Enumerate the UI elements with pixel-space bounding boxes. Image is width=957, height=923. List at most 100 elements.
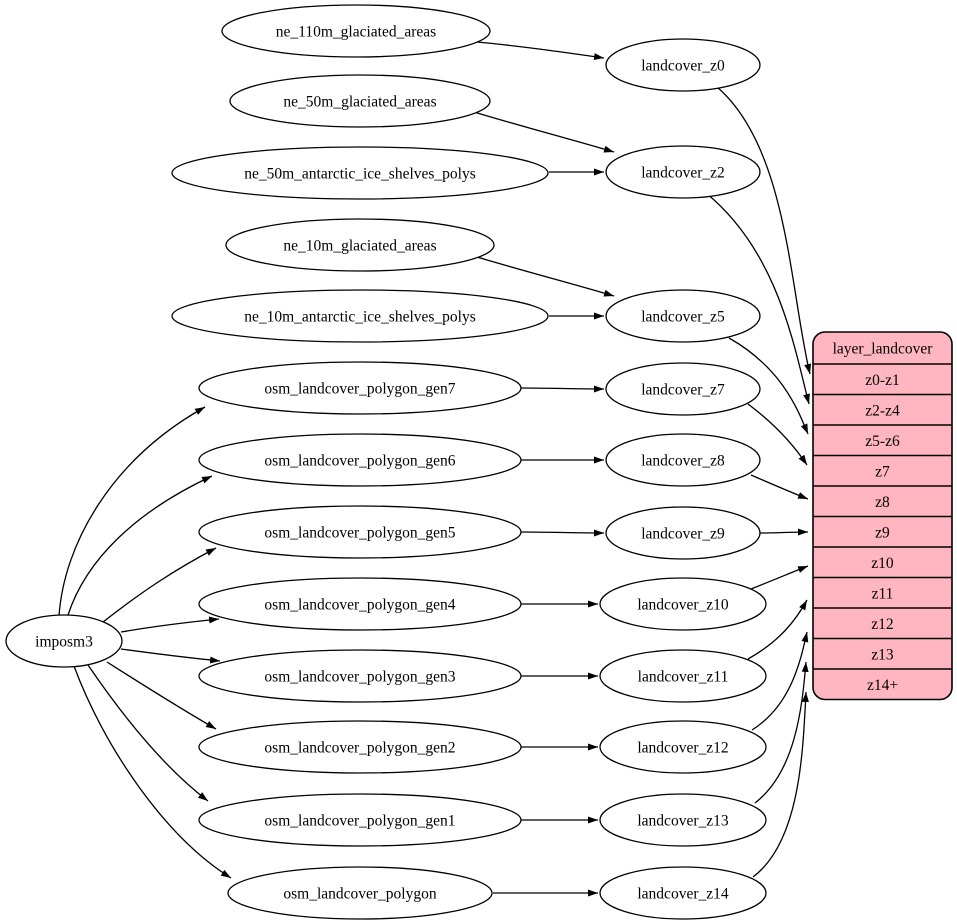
node-landcover_z10-shape	[599, 577, 767, 631]
node-osm_landcover_polygon_gen7-label: osm_landcover_polygon_gen7	[264, 381, 455, 398]
node-landcover_z9-shape	[605, 506, 761, 560]
edge-landcover_z14-to-layer_landcover:z14+	[752, 691, 809, 878]
node-ne_10m_antarctic_ice_shelves_polys: ne_10m_antarctic_ice_shelves_polys	[171, 289, 549, 343]
node-landcover_z13-label: landcover_z13	[637, 813, 728, 830]
node-osm_landcover_polygon_gen7: osm_landcover_polygon_gen7	[198, 361, 522, 415]
table-title: layer_landcover	[833, 341, 934, 358]
edge-landcover_z10-to-layer_landcover:z10	[750, 565, 809, 590]
node-osm_landcover_polygon_gen4-shape	[198, 577, 522, 631]
node-landcover_z11-label: landcover_z11	[638, 669, 729, 686]
node-ne_50m_antarctic_ice_shelves_polys-label: ne_50m_antarctic_ice_shelves_polys	[244, 166, 476, 183]
edge-landcover_z7-to-layer_landcover:z7	[747, 403, 808, 466]
edge-imposm3-to-osm_landcover_polygon_gen4	[120, 616, 220, 633]
node-landcover_z10: landcover_z10	[599, 577, 767, 631]
node-osm_landcover_polygon: osm_landcover_polygon	[227, 866, 493, 920]
node-osm_landcover_polygon-shape	[227, 866, 493, 920]
node-ne_50m_glaciated_areas-shape	[229, 74, 491, 128]
edge-osm_landcover_polygon_gen5-to-landcover_z9	[520, 529, 605, 537]
node-landcover_z10-label: landcover_z10	[637, 597, 728, 614]
node-ne_10m_antarctic_ice_shelves_polys-label: ne_10m_antarctic_ice_shelves_polys	[244, 309, 476, 326]
edge-ne_110m_glaciated_areas-to-landcover_z0	[476, 41, 605, 61]
node-osm_landcover_polygon_gen5-label: osm_landcover_polygon_gen5	[264, 525, 455, 542]
node-osm_landcover_polygon_gen1-shape	[198, 793, 522, 847]
edge-landcover_z5-to-layer_landcover:z5-z6	[728, 337, 809, 435]
node-landcover_z8: landcover_z8	[605, 433, 761, 487]
node-osm_landcover_polygon_gen4: osm_landcover_polygon_gen4	[198, 577, 522, 631]
node-imposm3-label: imposm3	[35, 634, 93, 651]
node-osm_landcover_polygon_gen6: osm_landcover_polygon_gen6	[198, 433, 522, 487]
node-landcover_z2-label: landcover_z2	[641, 165, 725, 182]
node-imposm3: imposm3	[5, 614, 123, 668]
node-osm_landcover_polygon_gen1: osm_landcover_polygon_gen1	[198, 793, 522, 847]
node-landcover_z11-shape	[599, 649, 767, 703]
table-row-z5-z6: z5-z6	[865, 433, 900, 450]
node-osm_landcover_polygon_gen6-label: osm_landcover_polygon_gen6	[264, 453, 455, 470]
table-row-z2-z4: z2-z4	[865, 402, 900, 419]
node-landcover_z9: landcover_z9	[605, 506, 761, 560]
node-landcover_z2: landcover_z2	[605, 145, 761, 199]
node-osm_landcover_polygon-label: osm_landcover_polygon	[283, 886, 437, 903]
node-ne_110m_glaciated_areas-shape	[221, 4, 491, 58]
edge-imposm3-to-osm_landcover_polygon_gen2	[106, 661, 217, 730]
table-layer_landcover: layer_landcover z0-z1 z2-z4 z5-z6 z7 z8 z9 z10 z…	[812, 331, 953, 701]
node-osm_landcover_polygon_gen5-shape	[198, 505, 522, 559]
node-landcover_z12-shape	[599, 720, 767, 774]
node-landcover_z14-shape	[599, 866, 767, 920]
node-ne_10m_glaciated_areas-label: ne_10m_glaciated_areas	[283, 238, 436, 255]
node-osm_landcover_polygon_gen4-label: osm_landcover_polygon_gen4	[264, 597, 455, 614]
table-row-z7: z7	[875, 463, 890, 480]
node-landcover_z14: landcover_z14	[599, 866, 767, 920]
edge-imposm3-to-osm_landcover_polygon_gen3	[120, 648, 221, 664]
node-landcover_z5-shape	[605, 289, 761, 343]
edge-imposm3-to-osm_landcover_polygon_gen7	[58, 406, 206, 617]
node-ne_10m_glaciated_areas-shape	[225, 218, 495, 272]
node-landcover_z0: landcover_z0	[605, 38, 761, 92]
node-landcover_z7: landcover_z7	[605, 362, 761, 416]
node-ne_110m_glaciated_areas-label: ne_110m_glaciated_areas	[276, 24, 436, 41]
node-landcover_z5: landcover_z5	[605, 289, 761, 343]
node-landcover_z12-label: landcover_z12	[637, 740, 728, 757]
node-osm_landcover_polygon_gen3: osm_landcover_polygon_gen3	[198, 649, 522, 703]
table-row-z14+: z14+	[867, 677, 898, 694]
table-row-z9: z9	[875, 524, 890, 541]
node-landcover_z13: landcover_z13	[599, 793, 767, 847]
node-landcover_z2-shape	[605, 145, 761, 199]
node-ne_50m_antarctic_ice_shelves_polys: ne_50m_antarctic_ice_shelves_polys	[171, 146, 549, 200]
edge-landcover_z0-to-layer_landcover:z0-z1	[716, 86, 812, 375]
edge-landcover_z12-to-layer_landcover:z12	[751, 631, 809, 731]
node-landcover_z14-label: landcover_z14	[637, 886, 728, 903]
node-landcover_z7-shape	[605, 362, 761, 416]
table-row-z10: z10	[871, 555, 894, 572]
edge-osm_landcover_polygon_gen7-to-landcover_z7	[520, 385, 605, 393]
node-imposm3-shape	[5, 614, 123, 668]
edge-landcover_z13-to-layer_landcover:z13	[754, 661, 809, 804]
table-row-z13: z13	[871, 646, 894, 663]
node-ne_50m_antarctic_ice_shelves_polys-shape	[171, 146, 549, 200]
node-landcover_z11: landcover_z11	[599, 649, 767, 703]
node-osm_landcover_polygon_gen1-label: osm_landcover_polygon_gen1	[264, 813, 455, 830]
node-ne_50m_glaciated_areas-label: ne_50m_glaciated_areas	[283, 94, 436, 111]
node-landcover_z12: landcover_z12	[599, 720, 767, 774]
edge-imposm3-to-osm_landcover_polygon	[73, 665, 232, 879]
node-landcover_z13-shape	[599, 793, 767, 847]
node-landcover_z0-label: landcover_z0	[641, 58, 725, 75]
node-landcover_z9-label: landcover_z9	[641, 526, 725, 543]
edge-ne_50m_glaciated_areas-to-landcover_z2	[473, 111, 615, 153]
node-osm_landcover_polygon_gen5: osm_landcover_polygon_gen5	[198, 505, 522, 559]
edge-imposm3-to-osm_landcover_polygon_gen5	[102, 547, 217, 623]
table-row-z0-z1: z0-z1	[865, 372, 899, 389]
nodes-layer: imposm3 ne_110m_glaciated_areas ne_50m_gla…	[5, 4, 767, 920]
node-landcover_z0-shape	[605, 38, 761, 92]
node-landcover_z5-label: landcover_z5	[641, 309, 725, 326]
node-ne_10m_glaciated_areas: ne_10m_glaciated_areas	[225, 218, 495, 272]
node-landcover_z7-label: landcover_z7	[641, 382, 725, 399]
table-row-z8: z8	[875, 494, 890, 511]
edge-imposm3-to-osm_landcover_polygon_gen1	[87, 664, 209, 802]
edges-layer	[58, 41, 812, 897]
node-osm_landcover_polygon_gen3-label: osm_landcover_polygon_gen3	[264, 669, 455, 686]
table-row-z12: z12	[871, 616, 893, 633]
node-osm_landcover_polygon_gen2-shape	[198, 720, 522, 774]
edge-landcover_z8-to-layer_landcover:z8	[750, 474, 809, 500]
node-osm_landcover_polygon_gen2-label: osm_landcover_polygon_gen2	[264, 740, 455, 757]
